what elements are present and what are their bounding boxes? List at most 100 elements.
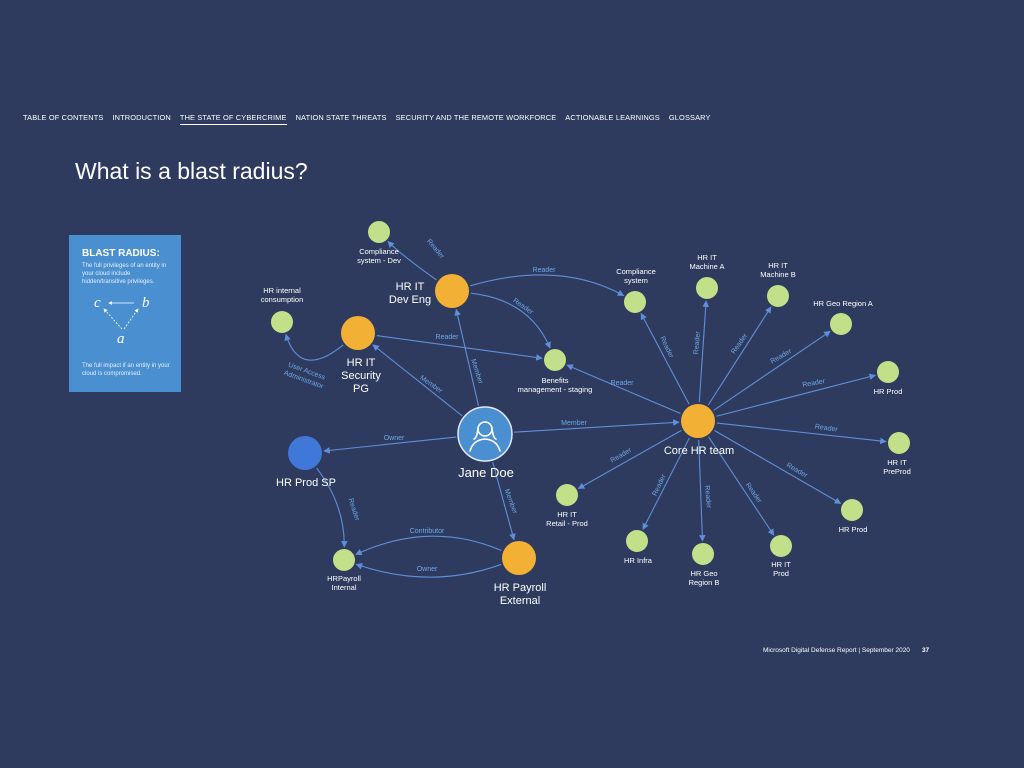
nav-item-introduction[interactable]: INTRODUCTION (112, 113, 171, 122)
node-benefits[interactable] (544, 349, 566, 371)
edge-label: Reader (533, 267, 557, 274)
letter-b: b (142, 295, 150, 311)
edge-label: Reader (802, 378, 826, 389)
node-payExt[interactable] (502, 541, 536, 575)
node-label-prodSP: HR Prod SP (276, 477, 336, 489)
arrow-a-to-c (103, 308, 123, 330)
nav-item-actionable-learnings[interactable]: ACTIONABLE LEARNINGS (565, 113, 660, 122)
edge-secPG-hrIntCons (284, 333, 344, 361)
node-jane[interactable] (457, 406, 513, 462)
page-title: What is a blast radius? (75, 158, 308, 184)
node-circle (271, 311, 293, 333)
node-circle (696, 277, 718, 299)
nav-item-the-state-of-cybercrime[interactable]: THE STATE OF CYBERCRIME (179, 113, 287, 125)
edge-label: Member (561, 420, 587, 427)
node-circle (544, 349, 566, 371)
node-label-hrProd1: HR Prod (874, 387, 903, 396)
edge-core-benefits (566, 364, 681, 415)
blast-radius-impact: The full impact if an entity in your clo… (82, 363, 170, 377)
node-devEng[interactable] (435, 274, 469, 308)
node-circle (556, 484, 578, 506)
node-circle (841, 499, 863, 521)
edge-core-compSys (640, 312, 690, 405)
node-payInt[interactable] (333, 549, 355, 571)
node-machA[interactable] (696, 277, 718, 299)
node-compDev[interactable] (368, 221, 390, 243)
edge-jane-secPG (372, 344, 463, 417)
node-circle (457, 406, 513, 462)
edge-label: Member (503, 488, 519, 515)
edge-jane-core (513, 419, 680, 433)
edge-label: Reader (703, 485, 712, 509)
edge-secPG-benefits (376, 335, 543, 361)
edge-label: Reader (425, 238, 446, 261)
edge-core-retail (577, 429, 682, 490)
edge-label: Reader (693, 330, 702, 354)
node-hrIntCons[interactable] (271, 311, 293, 333)
edge-label: Reader (814, 423, 838, 433)
node-preProd[interactable] (888, 432, 910, 454)
nav-item-table-of-contents[interactable]: TABLE OF CONTENTS (23, 113, 104, 122)
node-circle (770, 535, 792, 557)
footer-text: Microsoft Digital Defense Report | Septe… (763, 647, 910, 654)
node-itProd[interactable] (770, 535, 792, 557)
nav-item-glossary[interactable]: GLOSSARY (668, 113, 711, 122)
node-hrProd2[interactable] (841, 499, 863, 521)
blast-radius-heading: BLAST RADIUS: (82, 248, 160, 259)
node-infra[interactable] (626, 530, 648, 552)
transitive-privilege-diagram: c b a (94, 295, 150, 347)
edge-core-infra (642, 437, 690, 530)
page-number: 37 (921, 647, 930, 654)
node-label-geoA: HR Geo Region A (813, 299, 873, 308)
edge-devEng-compDev (387, 240, 437, 281)
node-geoA[interactable] (830, 313, 852, 335)
edge-jane-prodSP (323, 436, 457, 454)
top-navigation: TABLE OF CONTENTS INTRODUCTION THE STATE O… (23, 113, 711, 125)
edge-core-geoA (713, 330, 831, 411)
edge-prodSP-payInt (316, 467, 348, 548)
edge-label: Contributor (410, 528, 445, 535)
node-core[interactable] (681, 404, 715, 438)
node-circle (877, 361, 899, 383)
node-retail[interactable] (556, 484, 578, 506)
node-label-infra: HR Infra (624, 556, 653, 565)
edge-label: Member (469, 358, 484, 385)
node-circle (888, 432, 910, 454)
blast-radius-description: The full privileges of an entity in your… (82, 263, 167, 285)
nav-item-nation-state-threats[interactable]: NATION STATE THREATS (295, 113, 387, 122)
node-prodSP[interactable] (288, 436, 322, 470)
page-footer: Microsoft Digital Defense Report | Septe… (763, 647, 929, 654)
edge-label: Reader (658, 335, 674, 359)
edge-jane-payExt (492, 461, 516, 541)
node-circle (767, 285, 789, 307)
edge-label: Reader (611, 380, 635, 387)
node-circle (624, 291, 646, 313)
edge-core-geoB (698, 439, 706, 542)
edge-core-hrProd1 (716, 373, 877, 417)
node-geoB[interactable] (692, 543, 714, 565)
node-circle (830, 313, 852, 335)
node-circle (288, 436, 322, 470)
node-compSys[interactable] (624, 291, 646, 313)
node-hrProd1[interactable] (877, 361, 899, 383)
edge-devEng-compSys (470, 274, 625, 297)
edge-label: Reader (770, 348, 794, 366)
node-machB[interactable] (767, 285, 789, 307)
node-secPG[interactable] (341, 316, 375, 350)
node-circle (692, 543, 714, 565)
node-circle (341, 316, 375, 350)
edge-label: User AccessAdministrator (283, 361, 328, 390)
nav-item-security-and-the-remote-workforce[interactable]: SECURITY AND THE REMOTE WORKFORCE (395, 113, 557, 122)
edge-core-preProd (716, 422, 887, 445)
